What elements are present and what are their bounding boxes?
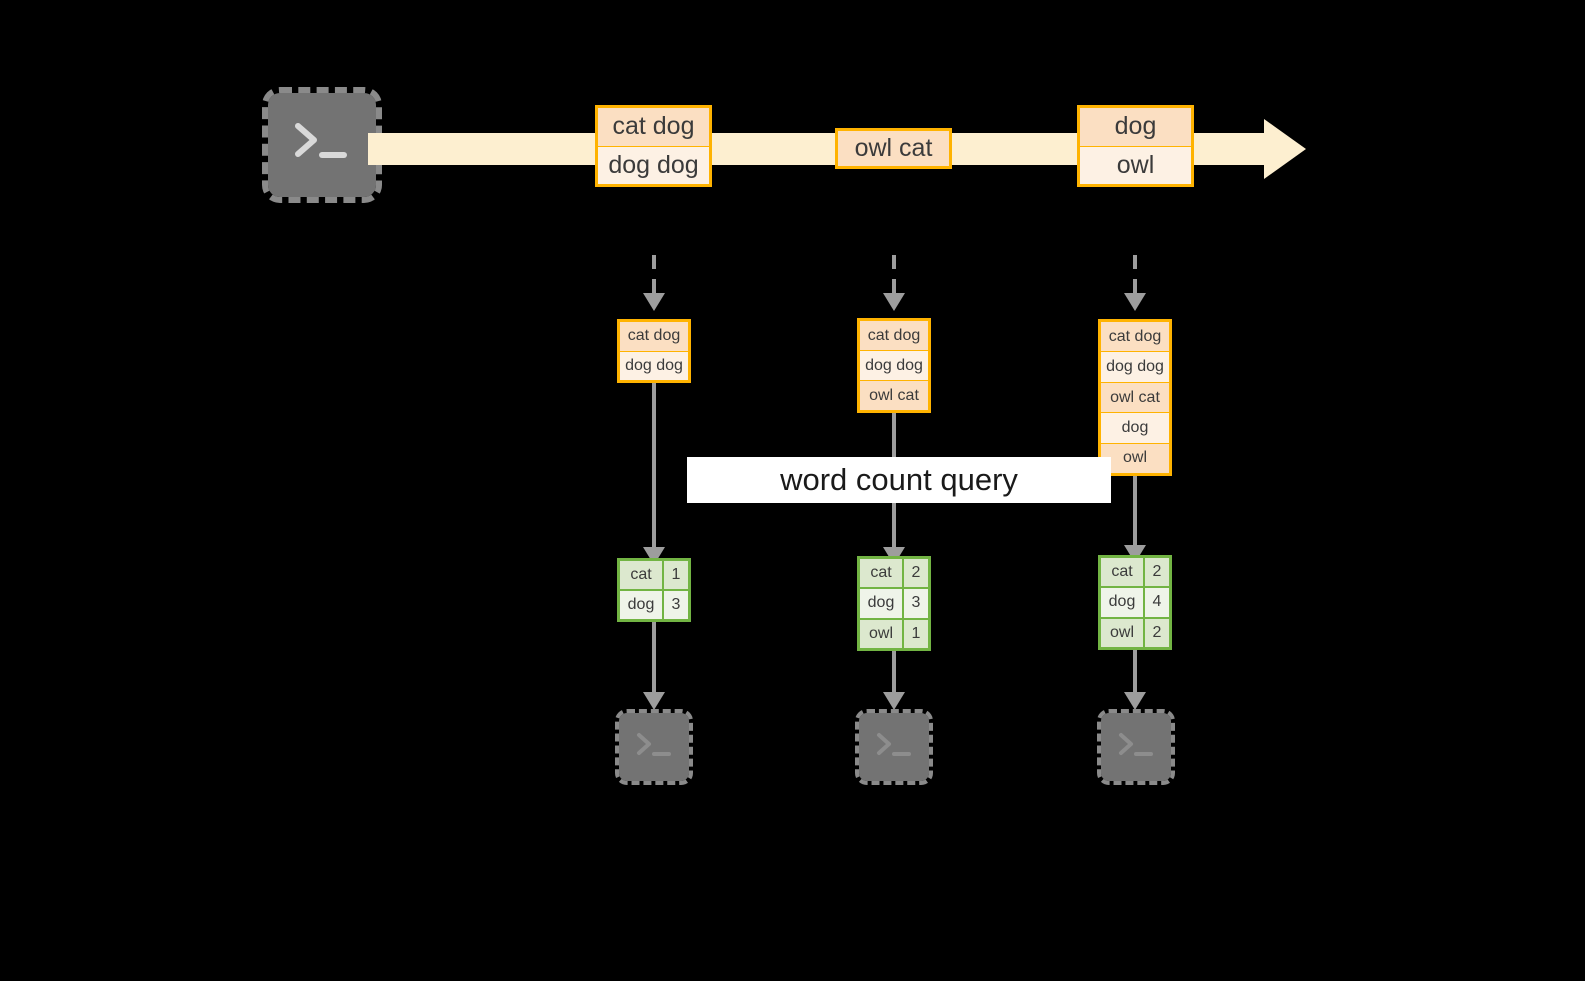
- result-count: 2: [904, 559, 928, 588]
- snapshot-t1-input-table: cat dog dog dog: [617, 319, 691, 383]
- stream-to-snapshot-arrowhead: [643, 293, 665, 311]
- result-row: owl 1: [860, 619, 928, 648]
- result-word: cat: [1101, 558, 1145, 587]
- snapshot-t1-query-connector: [652, 383, 656, 555]
- snapshot-t2-sink-connector: [892, 651, 896, 698]
- stream-row: cat dog: [598, 108, 709, 147]
- stream-row: dog: [1080, 108, 1191, 147]
- result-word: cat: [860, 559, 904, 588]
- snapshot-t1-result-table: cat 1 dog 3: [617, 558, 691, 622]
- snapshot-t1-sink-arrowhead: [643, 692, 665, 710]
- snapshot-input-row: cat dog: [1101, 322, 1169, 353]
- snapshot-input-row: cat dog: [860, 321, 928, 351]
- result-word: dog: [620, 591, 664, 619]
- query-banner: word count query: [687, 457, 1111, 503]
- snapshot-t3-result-table: cat 2 dog 4 owl 2: [1098, 555, 1172, 650]
- snapshot-t1-sink-terminal-icon: [615, 709, 693, 785]
- result-row: cat 2: [860, 559, 928, 590]
- snapshot-input-row: cat dog: [620, 322, 688, 352]
- result-row: owl 2: [1101, 618, 1169, 647]
- stream-batch-3: dog owl: [1077, 105, 1194, 187]
- snapshot-t3-query-connector: [1133, 476, 1137, 555]
- result-word: owl: [1101, 618, 1145, 647]
- result-word: owl: [860, 619, 904, 648]
- snapshot-t2-sink-terminal-icon: [855, 709, 933, 785]
- snapshot-t2-sink-arrowhead: [883, 692, 905, 710]
- stream-to-snapshot-arrowhead: [883, 293, 905, 311]
- result-count: 4: [1145, 588, 1169, 617]
- snapshot-t3-input-table: cat dog dog dog owl cat dog owl: [1098, 319, 1172, 476]
- snapshot-t2-result-table: cat 2 dog 3 owl 1: [857, 556, 931, 651]
- result-count: 2: [1145, 618, 1169, 647]
- snapshot-input-row: owl: [1101, 443, 1169, 474]
- stream-row: owl cat: [838, 131, 949, 166]
- stream-to-snapshot-connector: [652, 255, 656, 297]
- result-count: 2: [1145, 558, 1169, 587]
- query-banner-label: word count query: [780, 462, 1018, 497]
- snapshot-t3-sink-terminal-icon: [1097, 709, 1175, 785]
- result-count: 1: [664, 561, 688, 589]
- snapshot-input-row: dog dog: [620, 351, 688, 380]
- result-row: dog 3: [860, 589, 928, 620]
- snapshot-t2-input-table: cat dog dog dog owl cat: [857, 318, 931, 413]
- stream-row: owl: [1080, 146, 1191, 184]
- snapshot-t3-sink-arrowhead: [1124, 692, 1146, 710]
- result-count: 3: [904, 589, 928, 618]
- result-row: dog 3: [620, 591, 688, 619]
- result-count: 1: [904, 619, 928, 648]
- result-count: 3: [664, 591, 688, 619]
- event-stream-arrowhead: [1264, 119, 1306, 179]
- stream-row: dog dog: [598, 146, 709, 184]
- snapshot-input-row: dog dog: [1101, 352, 1169, 383]
- result-row: cat 1: [620, 561, 688, 591]
- stream-to-snapshot-arrowhead: [1124, 293, 1146, 311]
- result-word: dog: [1101, 588, 1145, 617]
- snapshot-input-row: owl cat: [1101, 382, 1169, 414]
- stream-to-snapshot-connector: [1133, 255, 1137, 297]
- snapshot-t1-sink-connector: [652, 622, 656, 698]
- result-row: dog 4: [1101, 588, 1169, 619]
- source-terminal-icon: [262, 87, 382, 203]
- stream-batch-2: owl cat: [835, 128, 952, 169]
- snapshot-input-row: dog dog: [860, 351, 928, 381]
- result-word: cat: [620, 561, 664, 589]
- result-word: dog: [860, 589, 904, 618]
- snapshot-input-row: dog: [1101, 413, 1169, 444]
- result-row: cat 2: [1101, 558, 1169, 589]
- stream-batch-1: cat dog dog dog: [595, 105, 712, 187]
- snapshot-t3-sink-connector: [1133, 650, 1137, 698]
- snapshot-input-row: owl cat: [860, 381, 928, 410]
- stream-to-snapshot-connector: [892, 255, 896, 297]
